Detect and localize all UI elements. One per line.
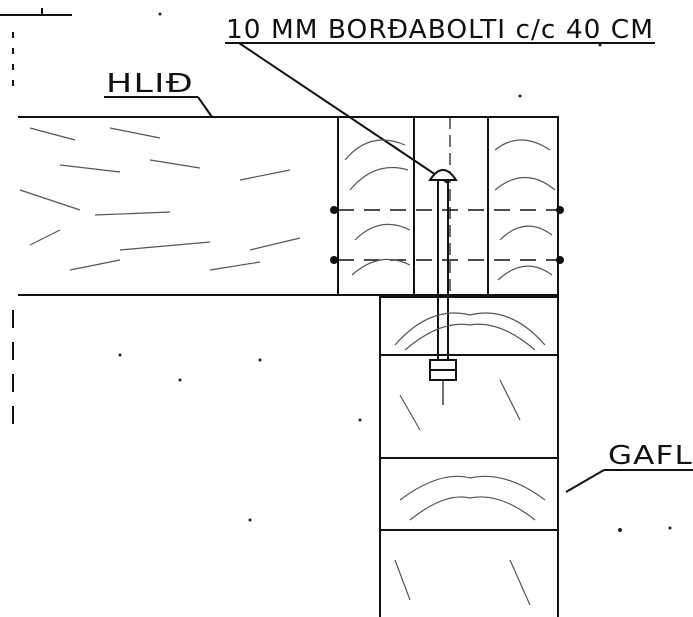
gable-column	[379, 295, 559, 617]
gable-callout	[565, 469, 693, 493]
side-label: HLIÐ	[106, 69, 194, 99]
side-plank	[18, 116, 380, 296]
bolt-note-label: 10 MM BORÐABOLTI c/c 40 CM	[226, 15, 654, 45]
bolt-icon	[428, 169, 458, 405]
side-callout	[104, 96, 213, 118]
scan-speckles	[118, 12, 672, 532]
reference-marks	[0, 8, 72, 425]
gable-label: GAFL	[608, 441, 693, 471]
bolt-callout	[225, 42, 655, 184]
